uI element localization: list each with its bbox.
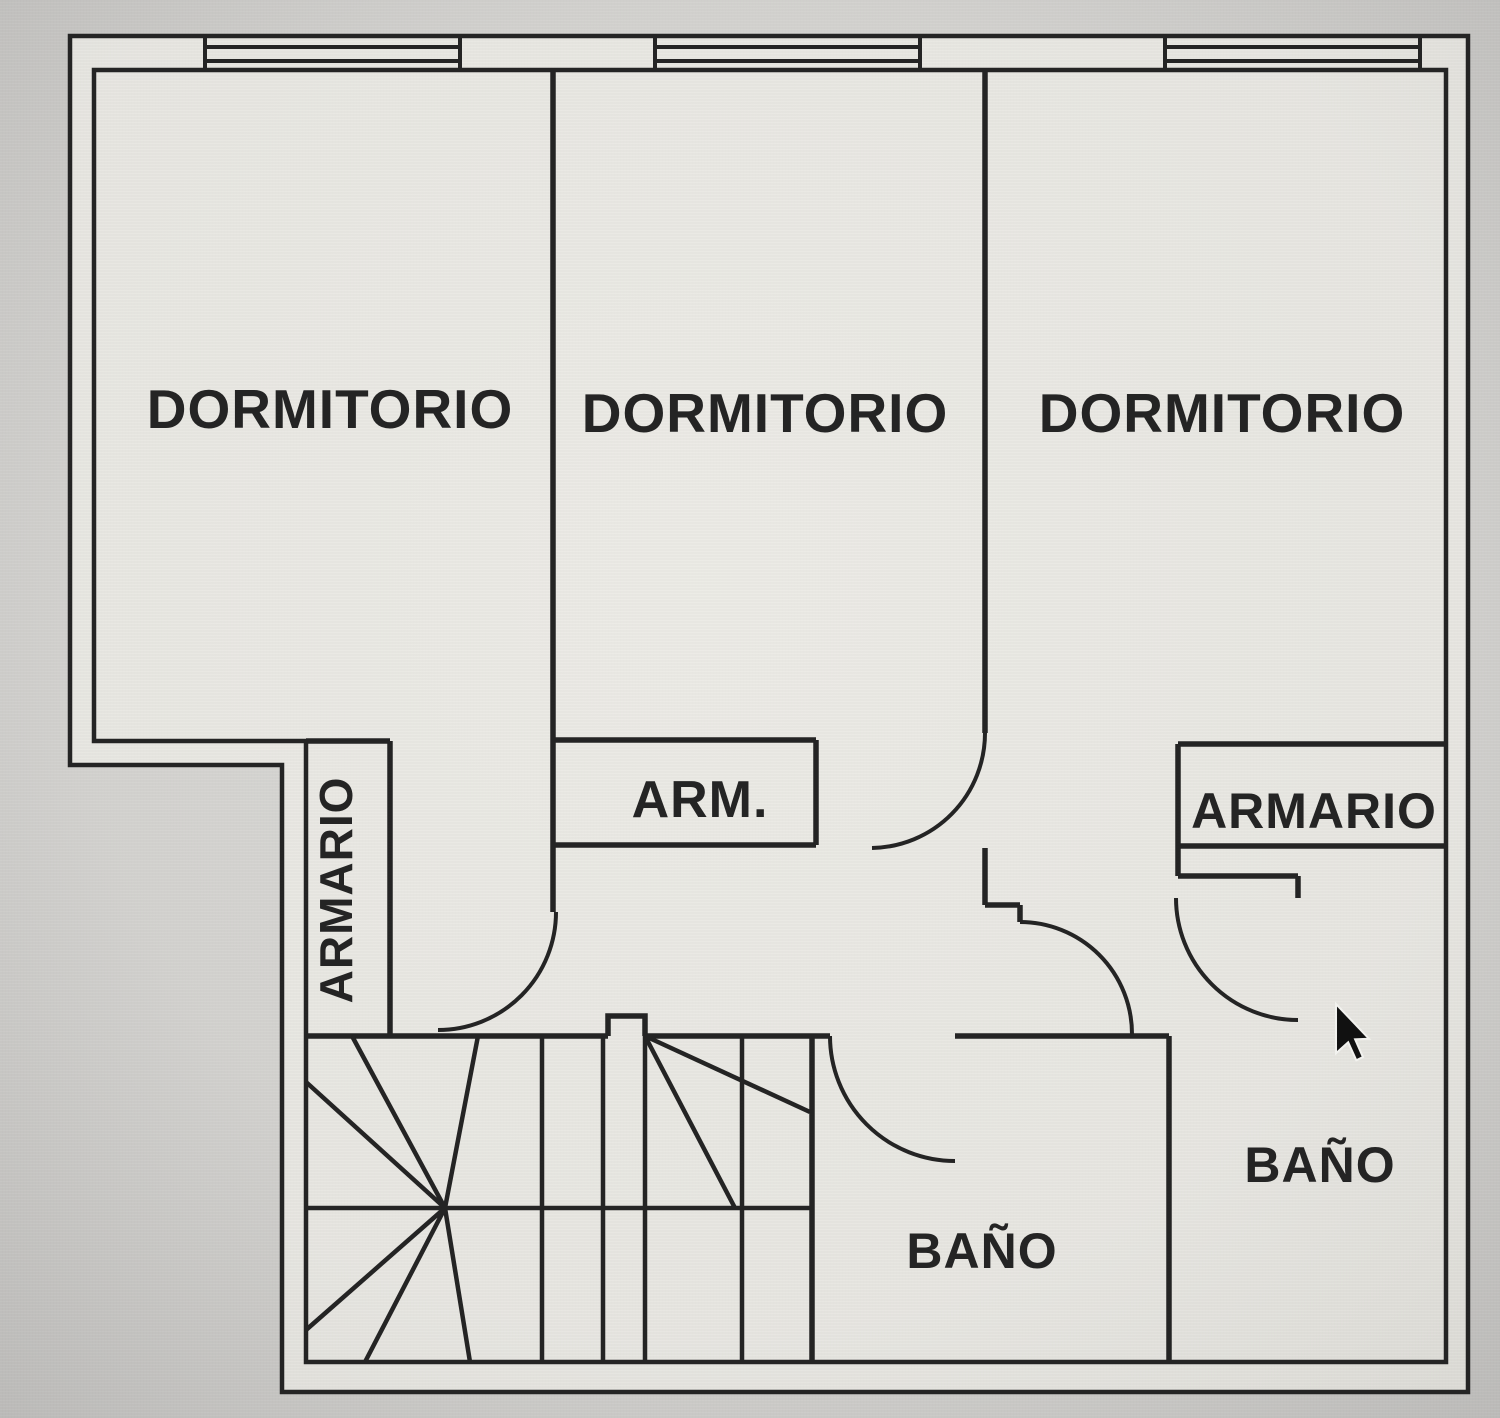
- wall-right-closet: [1175, 741, 1446, 898]
- room-label-dormitorio-2: DORMITORIO: [582, 382, 948, 444]
- door-arc-bedroom3: [1019, 920, 1134, 1035]
- wall-hall-closet: [306, 738, 393, 1036]
- stair-treads: [539, 1036, 745, 1362]
- stair-winder-right: [643, 1033, 811, 1210]
- interior-walls: [306, 70, 1446, 1362]
- wall-hall-south: [306, 1013, 1169, 1039]
- window-icon: [203, 36, 462, 70]
- door-arc-bathroom-right: [1174, 897, 1299, 1022]
- window-icon: [653, 36, 922, 70]
- wall-bedroom2-bedroom3: [982, 70, 1023, 922]
- doors: [437, 732, 1299, 1163]
- door-arc-hall: [437, 911, 558, 1032]
- room-label-bano-right: BAÑO: [1244, 1137, 1395, 1193]
- door-arc-bathroom-central: [828, 1035, 956, 1163]
- room-label-armario-right: ARMARIO: [1191, 783, 1437, 839]
- door-arc-bedroom2: [871, 732, 987, 850]
- room-label-dormitorio-3: DORMITORIO: [1039, 382, 1405, 444]
- wall-arm-closet: [553, 737, 819, 848]
- room-label-dormitorio-1: DORMITORIO: [147, 378, 513, 440]
- room-label-armario-hall: ARMARIO: [310, 777, 362, 1004]
- exterior-wall-outer-line: [67, 33, 1471, 1395]
- window-icon: [1163, 36, 1422, 70]
- staircase: [304, 1033, 812, 1364]
- mouse-cursor-icon: [1334, 1001, 1372, 1062]
- room-label-bano-central: BAÑO: [906, 1223, 1057, 1279]
- room-label-arm-closet: ARM.: [632, 771, 769, 829]
- stair-winder-left: [304, 1034, 481, 1364]
- windows: [203, 36, 1422, 70]
